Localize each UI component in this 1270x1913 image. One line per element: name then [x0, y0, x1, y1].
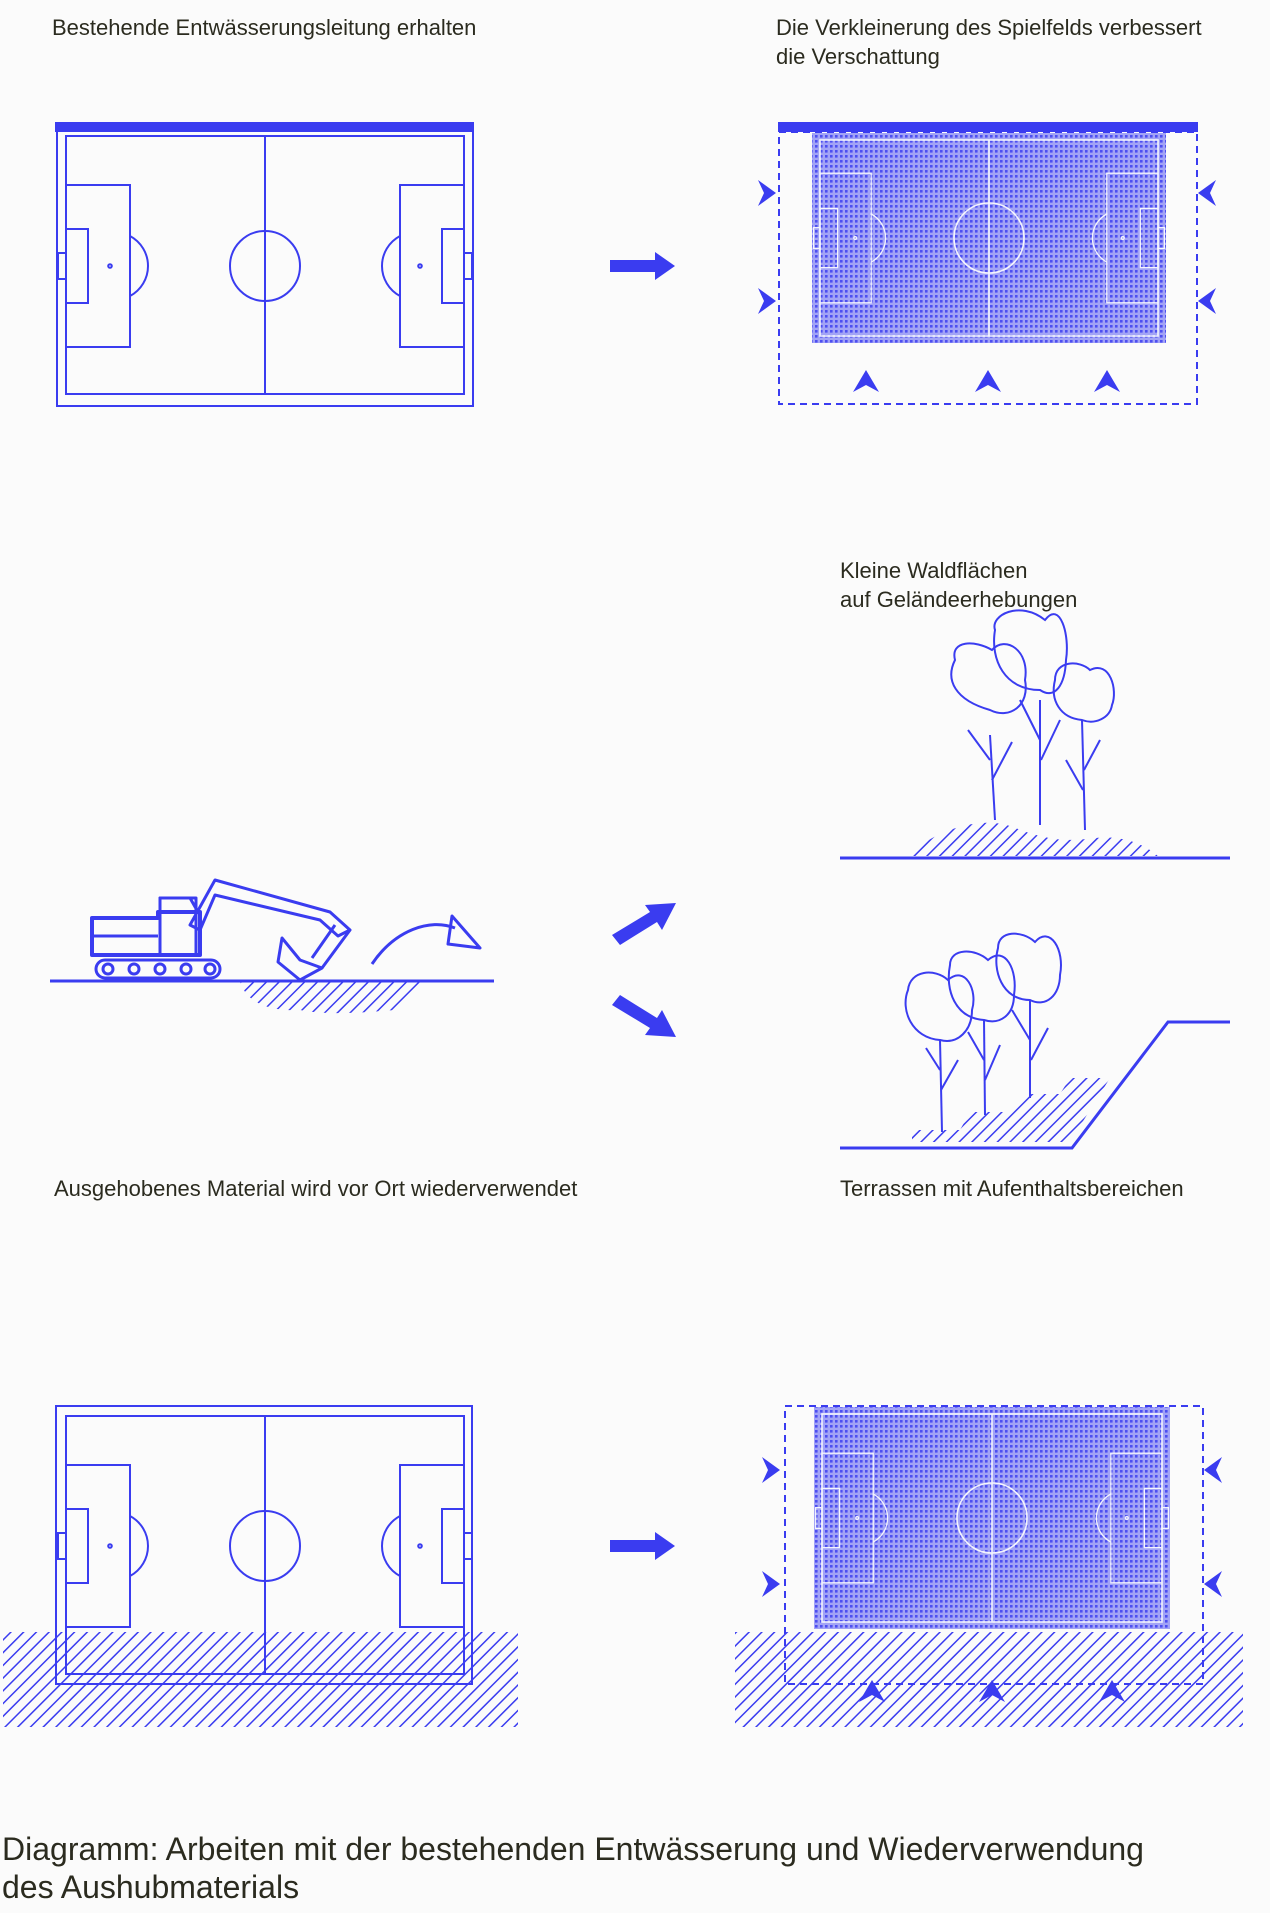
- caption-line1: Diagramm: Arbeiten mit der bestehenden E…: [2, 1831, 1144, 1867]
- label-shading-line1: Die Verkleinerung des Spielfelds verbess…: [776, 15, 1202, 40]
- field-existing-top: [55, 122, 474, 407]
- label-shading: Die Verkleinerung des Spielfelds verbess…: [776, 13, 1202, 71]
- arrows-diverge-row2: [612, 903, 676, 1037]
- arrow-right-row3: [610, 1532, 675, 1560]
- excavator-scene: [50, 878, 494, 1014]
- label-reuse: Ausgehobenes Material wird vor Ort wiede…: [54, 1176, 578, 1201]
- field-reduced-top: [758, 122, 1216, 405]
- drainage-line: [778, 122, 1198, 132]
- label-forest: Kleine Waldflächen auf Geländeerhebungen: [840, 556, 1077, 614]
- field-existing-bottom: [3, 1405, 518, 1727]
- label-drainage: Bestehende Entwässerungsleitung erhalten: [52, 15, 477, 40]
- caption-line2: des Aushubmaterials: [2, 1869, 300, 1905]
- label-forest-line2: auf Geländeerhebungen: [840, 587, 1078, 612]
- label-forest-line1: Kleine Waldflächen: [840, 558, 1028, 583]
- terraces-scene: [840, 932, 1230, 1150]
- forest-mound: [840, 609, 1230, 860]
- diagram-caption: Diagramm: Arbeiten mit der bestehenden E…: [2, 1830, 1242, 1906]
- label-terraces: Terrassen mit Aufenthaltsbereichen: [840, 1176, 1184, 1201]
- arrow-right-row1: [610, 252, 675, 280]
- label-shading-line2: die Verschattung: [776, 44, 940, 69]
- field-reduced-bottom: [735, 1405, 1243, 1727]
